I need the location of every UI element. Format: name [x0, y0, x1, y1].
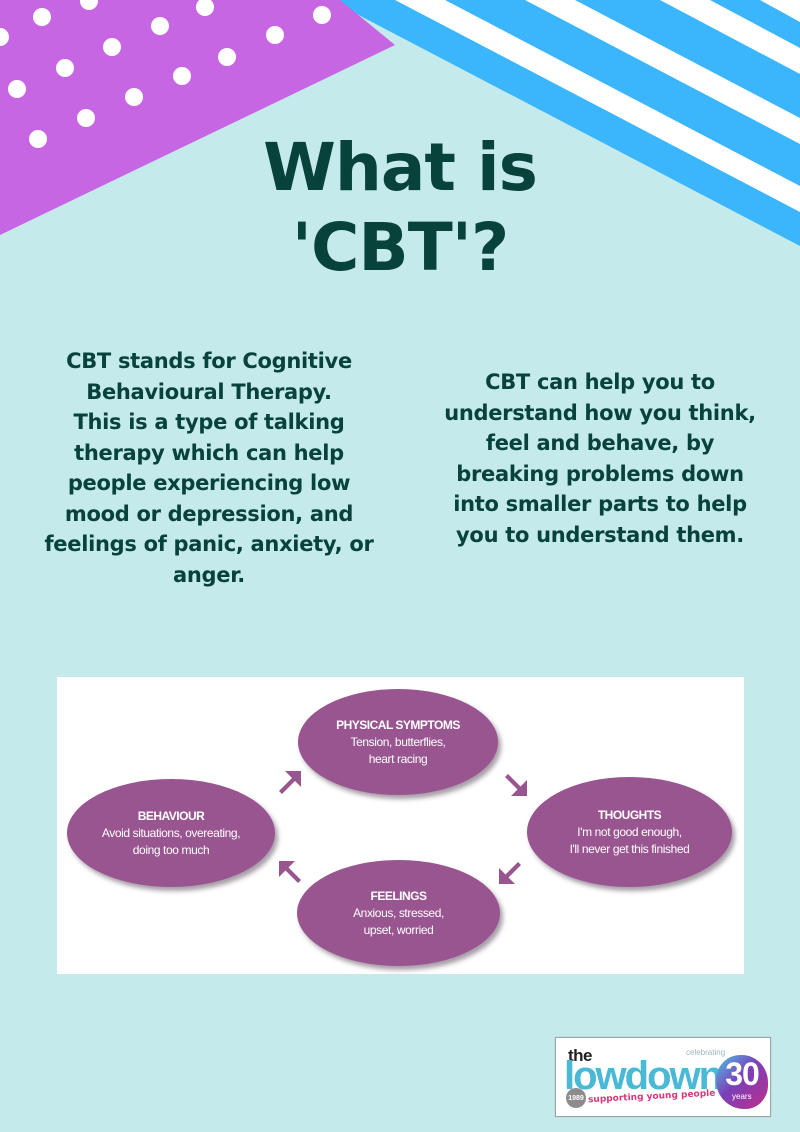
text-line: mood or depression, and — [64, 501, 354, 526]
cbt-cycle-diagram: PHYSICAL SYMPTOMS Tension, butterflies, … — [57, 677, 744, 974]
node-text: heart racing — [368, 751, 428, 766]
purple-dotted-triangle — [0, 0, 395, 235]
cbt-definition-paragraph: CBT stands for Cognitive Behavioural The… — [28, 346, 390, 590]
text-line: Behavioural Therapy. — [86, 379, 332, 404]
text-line: feelings of panic, anxiety, or — [44, 532, 374, 556]
logo-30-years-badge — [716, 1055, 768, 1109]
text-line: you to understand them. — [456, 522, 744, 547]
text-line: understand how you think, — [444, 400, 756, 425]
cbt-benefit-paragraph: CBT can help you to understand how you t… — [420, 367, 780, 550]
node-physical-symptoms: PHYSICAL SYMPTOMS Tension, butterflies, … — [298, 689, 498, 795]
node-behaviour: BEHAVIOUR Avoid situations, overeating, … — [67, 779, 275, 887]
logo-the-text: the — [568, 1046, 593, 1065]
blue-striped-band — [330, 0, 800, 246]
node-thoughts: THOUGHTS I'm not good enough, I'll never… — [527, 777, 732, 887]
title-line-2: 'CBT'? — [291, 209, 509, 286]
node-feelings: FEELINGS Anxious, stressed, upset, worri… — [297, 860, 500, 966]
logo-30-number: 30 — [725, 1056, 760, 1092]
text-line: This is a type of talking — [73, 410, 345, 434]
logo-years-text: years — [732, 1092, 752, 1101]
text-line: CBT can help you to — [485, 370, 715, 394]
page-title: What is 'CBT'? — [200, 128, 600, 288]
arrow-down-right-icon — [505, 774, 527, 796]
title-line-1: What is — [263, 129, 538, 206]
text-line: breaking problems down — [456, 461, 744, 486]
node-text: Avoid situations, overeating, — [101, 825, 241, 840]
text-line: into smaller parts to help — [453, 492, 747, 516]
node-heading: FEELINGS — [370, 888, 427, 903]
text-line: anger. — [173, 562, 245, 587]
text-line: people experiencing low — [67, 471, 351, 495]
logo-celebrating-text: celebrating — [686, 1048, 726, 1057]
node-text: Anxious, stressed, — [353, 905, 444, 920]
node-text: I'll never get this finished — [569, 841, 690, 856]
node-text: upset, worried — [363, 922, 434, 937]
text-line: feel and behave, by — [485, 431, 715, 455]
node-text: I'm not good enough, — [577, 824, 682, 839]
arrow-up-left-icon — [279, 861, 301, 883]
logo-since-badge: 1989 — [566, 1088, 586, 1108]
node-heading: THOUGHTS — [597, 807, 662, 822]
logo-name-text: lowdown — [564, 1054, 723, 1098]
text-line: CBT stands for Cognitive — [66, 349, 352, 373]
decorative-background-shapes — [0, 0, 800, 246]
the-lowdown-logo: the lowdown 1989 supporting young people… — [555, 1037, 771, 1117]
arrow-up-right-icon — [279, 771, 301, 794]
text-line: therapy which can help — [74, 440, 344, 465]
node-heading: PHYSICAL SYMPTOMS — [336, 717, 460, 732]
node-text: doing too much — [132, 842, 210, 857]
node-heading: BEHAVIOUR — [137, 808, 205, 823]
node-text: Tension, butterflies, — [350, 734, 446, 749]
arrow-down-left-icon — [499, 862, 521, 884]
